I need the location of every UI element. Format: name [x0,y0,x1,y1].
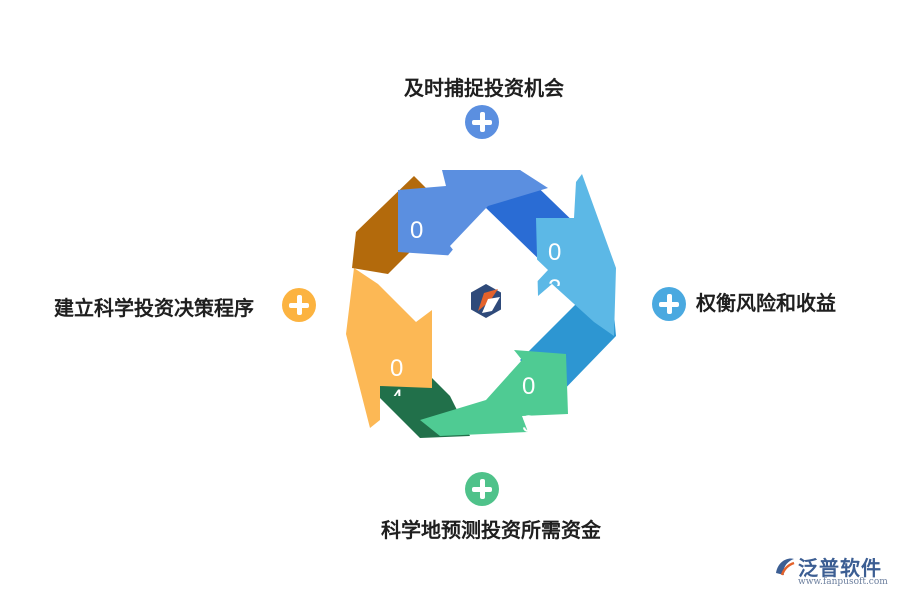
arrow-right [536,174,616,336]
label-top: 及时捕捉投资机会 [404,76,564,100]
plus-circle-icon-left[interactable] [282,288,316,322]
arrow-right-number-1: 0 [548,239,561,266]
arrow-bottom [420,350,568,436]
plus-circle-icon-right[interactable] [652,287,686,321]
brand-url: www.fanpusoft.com [798,577,888,587]
center-panel [420,210,548,334]
arrow-top-number-2: 1 [410,255,423,282]
arrow-left-number-1: 0 [390,355,403,382]
plus-circle-icon-top[interactable] [465,105,499,139]
brand-logo-icon [776,558,795,576]
plus-circle-icon-bottom[interactable] [465,472,499,506]
label-left: 建立科学投资决策程序 [54,296,254,320]
label-right: 权衡风险和收益 [696,291,836,315]
label-bottom: 科学地预测投资所需资金 [381,518,601,542]
arrow-left-number-2: 4 [390,385,403,412]
arrow-top-number-1: 0 [410,217,423,244]
hexagon-logo-icon [471,284,501,318]
arrow-bottom-number-2: 3 [522,411,535,438]
arrow-bottom-number-1: 0 [522,373,535,400]
arrow-top [398,170,548,256]
brand-name: 泛普软件 [798,556,882,580]
arrow-left [346,268,432,428]
brand-watermark: 泛普软件 www.fanpusoft.com [770,552,895,592]
arrow-right-number-2: 2 [548,275,561,302]
